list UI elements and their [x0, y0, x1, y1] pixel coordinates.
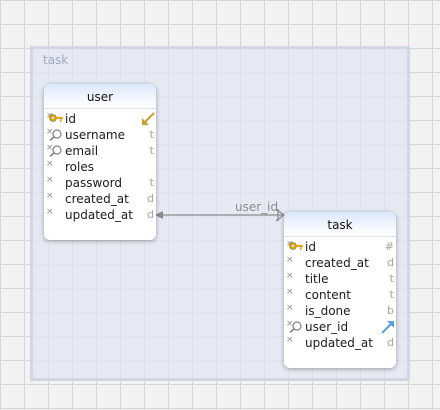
column-list: × id × username — [44, 109, 156, 223]
column-type: t — [149, 128, 154, 141]
column-type: t — [149, 176, 154, 189]
nullable-mark: × — [46, 175, 54, 185]
column-row[interactable]: × is_done b — [284, 303, 396, 319]
nullable-mark: × — [46, 159, 54, 169]
column-name: email — [65, 144, 99, 158]
column-row[interactable]: × roles — [44, 159, 156, 175]
column-name: user_id — [305, 320, 349, 334]
column-type: b — [387, 304, 394, 317]
column-name: updated_at — [65, 208, 133, 222]
nullable-mark: × — [46, 207, 54, 217]
nullable-mark: × — [286, 271, 294, 281]
column-name: id — [305, 240, 316, 254]
column-name: username — [65, 128, 125, 142]
column-row[interactable]: × user_id — [284, 319, 396, 335]
relation-label: user_id — [235, 200, 279, 214]
column-name: password — [65, 176, 122, 190]
column-name: id — [65, 112, 76, 126]
column-list: × id # × created_at d × title t — [284, 237, 396, 351]
column-name: updated_at — [305, 336, 373, 350]
nullable-mark: × — [286, 303, 294, 313]
column-type: d — [147, 192, 154, 205]
column-type: t — [389, 272, 394, 285]
fk-arrow-icon — [142, 112, 155, 125]
table-title: user — [44, 84, 156, 109]
column-name: title — [305, 272, 329, 286]
column-row[interactable]: × email t — [44, 143, 156, 159]
column-name: is_done — [305, 304, 351, 318]
column-type: d — [387, 256, 394, 269]
column-name: content — [305, 288, 351, 302]
nullable-mark: × — [286, 255, 294, 265]
key-icon — [289, 242, 303, 250]
column-row[interactable]: × id # — [284, 239, 396, 255]
column-type: t — [149, 144, 154, 157]
column-row[interactable]: × created_at d — [284, 255, 396, 271]
index-icon — [289, 321, 302, 333]
table-title: task — [284, 212, 396, 237]
nullable-mark: × — [46, 143, 54, 153]
column-type: # — [384, 240, 394, 253]
nullable-mark: × — [46, 191, 54, 201]
column-name: created_at — [305, 256, 369, 270]
key-icon — [49, 114, 63, 122]
nullable-mark: × — [46, 127, 54, 137]
column-type: d — [147, 208, 154, 221]
column-row[interactable]: × content t — [284, 287, 396, 303]
column-row[interactable]: × created_at d — [44, 191, 156, 207]
column-row[interactable]: × password t — [44, 175, 156, 191]
index-icon — [49, 145, 62, 157]
column-name: roles — [65, 160, 94, 174]
nullable-mark: × — [286, 287, 294, 297]
column-row[interactable]: × id — [44, 111, 156, 127]
column-type: d — [387, 336, 394, 349]
nullable-mark: × — [286, 319, 294, 329]
column-name: created_at — [65, 192, 129, 206]
group-title: task — [43, 53, 69, 67]
nullable-mark: × — [286, 335, 294, 345]
table-user[interactable]: user × id × — [44, 84, 156, 240]
column-row[interactable]: × title t — [284, 271, 396, 287]
column-row[interactable]: × updated_at d — [284, 335, 396, 351]
index-icon — [49, 129, 62, 141]
column-type: t — [389, 288, 394, 301]
table-task[interactable]: task × id # × created_at d × title — [284, 212, 396, 368]
column-row[interactable]: × updated_at d — [44, 207, 156, 223]
column-row[interactable]: × username t — [44, 127, 156, 143]
fk-arrow-icon — [381, 321, 394, 334]
